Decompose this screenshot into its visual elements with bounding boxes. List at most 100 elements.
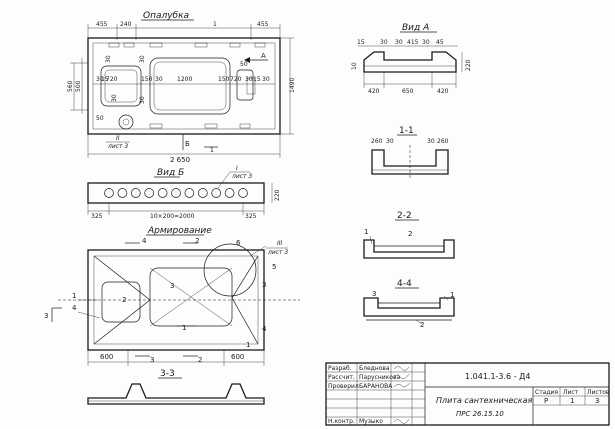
vid-b-dim-pitch: 10×200=2000 — [150, 213, 195, 220]
opalubka-center-opening — [149, 57, 231, 115]
section-1-1: 1-1 260 30 30 260 — [371, 126, 449, 180]
section-1-1-dim-260b: 260 — [437, 138, 449, 145]
section-1-1-dim-260a: 260 — [371, 138, 383, 145]
vid-a-dim-420b: 420 — [437, 88, 449, 95]
opalubka-ref-num: II — [116, 135, 120, 142]
signature-6 — [393, 418, 410, 424]
signature-1 — [393, 373, 410, 380]
section-2-2-label-1: 1 — [364, 228, 368, 236]
armirovanie-label-1-left: 1 — [72, 292, 76, 300]
vid-b-hole — [211, 188, 222, 198]
vid-b-hole — [184, 188, 195, 198]
title-block-stage-header: Стадия — [535, 389, 558, 396]
opalubka-dim-30b: 30 — [155, 76, 163, 83]
title-block-sheet-value: 1 — [570, 397, 574, 405]
vid-a-title: Вид А — [402, 23, 429, 33]
section-4-4-label-1: 1 — [450, 291, 454, 299]
armirovanie-title: Армирование — [147, 226, 212, 236]
section-3-3-title: 3-3 — [160, 369, 175, 379]
opalubka-title: Опалубка — [143, 11, 189, 21]
section-2-2: 2-2 1 2 — [363, 211, 455, 259]
section-4-4-label-2: 2 — [420, 321, 424, 329]
armirovanie-cut-4-bottom: 3 — [150, 356, 154, 364]
armirovanie-ref-sheet: лист 3 — [267, 249, 288, 256]
armirovanie-cut-4-top: 4 — [142, 237, 147, 245]
vid-b-ref-sheet: лист 3 — [231, 173, 252, 180]
opalubka-dim-30d: 30 — [262, 76, 270, 83]
vid-b-dim-220: 220 — [274, 189, 281, 201]
section-2-2-title: 2-2 — [397, 211, 412, 221]
opalubka-ref-sheet: лист 3 — [107, 143, 128, 150]
title-block-sheets-header: Листов — [587, 389, 610, 396]
opalubka-dim-500: 500 — [75, 80, 82, 92]
section-1-1-title: 1-1 — [399, 126, 414, 136]
vid-b-hole — [197, 188, 208, 198]
vid-a-dim-30a: 30 — [380, 39, 388, 46]
opalubka-dim-v30b: 30 — [139, 55, 146, 63]
title-block-role-0: Разраб. — [328, 365, 352, 372]
vid-a-dim-15: 15 — [357, 39, 365, 46]
armirovanie-label-1-inner: 1 — [182, 324, 186, 332]
armirovanie-label-4-right: 4 — [262, 325, 267, 333]
armirovanie-ref-num: III — [277, 240, 283, 247]
armirovanie-cut-2-top: 2 — [195, 237, 199, 245]
armirovanie-label-2-inner: 3 — [170, 282, 174, 290]
vid-a-view: Вид А 15 30 30 415 30 45 10 220 420 650 … — [351, 23, 472, 95]
armirovanie-cut-3: 3 — [44, 312, 48, 320]
armirovanie-dim-600-right: 600 — [231, 353, 244, 361]
vid-a-profile — [363, 51, 457, 73]
vid-b-dim-325b: 325 — [245, 213, 257, 220]
section-4-4-label-3: 3 — [372, 290, 376, 298]
title-block-stage-value: Р — [544, 397, 548, 405]
armirovanie-label-6: 6 — [236, 239, 241, 247]
vid-b-hole — [157, 188, 168, 198]
opalubka-dim-v30d: 30 — [139, 96, 146, 104]
vid-b-hole — [238, 188, 248, 198]
vid-a-dim-10: 10 — [351, 62, 358, 70]
opalubka-dim-30a: 30 — [96, 76, 104, 83]
vid-b-hole — [130, 188, 141, 198]
title-block-sheets-value: 3 — [595, 397, 599, 405]
section-2-2-profile — [363, 239, 455, 259]
opalubka-section-b: Б — [185, 140, 190, 148]
armirovanie-detail-circle — [203, 243, 257, 297]
opalubka-dim-v50a: 50 — [96, 115, 104, 122]
opalubka-mark-1-bottom: 1 — [210, 147, 214, 154]
armirovanie-dim-600-left: 600 — [100, 353, 113, 361]
vid-b-slab-edge — [87, 182, 265, 204]
section-1-1-profile — [371, 149, 449, 175]
title-block-doc-code: 1.041.1-3.6 - Д4 — [465, 372, 530, 381]
vid-a-dim-415: 415 — [407, 39, 419, 46]
opalubka-dim-455-left: 455 — [96, 21, 108, 28]
opalubka-dim-v30a: 30 — [105, 55, 112, 63]
opalubka-dim-v50b: 50 — [240, 61, 248, 68]
section-4-4-profile — [363, 297, 455, 317]
vid-b-ref-num: I — [236, 165, 238, 172]
armirovanie-label-5: 5 — [272, 263, 276, 271]
title-block-name-1: Парусникова — [359, 374, 401, 381]
opalubka-dim-455-right: 455 — [257, 21, 269, 28]
vid-a-dim-30c: 30 — [422, 39, 430, 46]
title-block-name-line1: Плита сантехническая — [436, 396, 532, 405]
opalubka-overall-dim: 2 650 — [170, 156, 190, 164]
vid-b-hole — [104, 188, 114, 198]
opalubka-dim-v30c: 30 — [111, 94, 118, 102]
opalubka-dim-240: 240 — [120, 21, 132, 28]
title-block-name-2: БАРАНОВА — [359, 383, 393, 390]
title-block-name-line2: ПРС 26.15.10 — [456, 410, 504, 418]
signature-2 — [393, 382, 411, 388]
opalubka-dim-560: 560 — [67, 80, 74, 92]
opalubka-dim-720a: 720 — [106, 76, 118, 83]
vid-b-hole — [171, 188, 181, 198]
vid-a-dim-650: 650 — [402, 88, 414, 95]
section-1-1-dim-30a: 30 — [386, 138, 394, 145]
vid-a-dim-420a: 420 — [368, 88, 380, 95]
signature-0 — [393, 366, 410, 371]
opalubka-dim-720b: 720 — [230, 76, 242, 83]
title-block: Разраб. Рассчит. Проверил Н.контр. Бледн… — [325, 362, 610, 426]
title-block-name-0: Бледнова — [359, 365, 390, 372]
vid-b-hole — [117, 188, 128, 198]
opalubka-dim-150a: 150 — [141, 76, 153, 83]
